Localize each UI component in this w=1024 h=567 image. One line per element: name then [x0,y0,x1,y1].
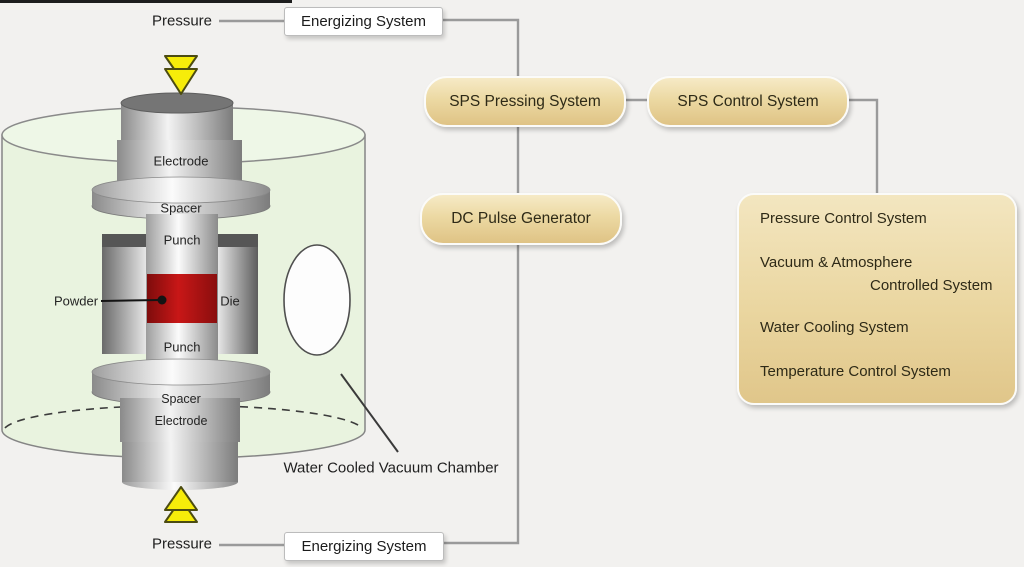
energizing-system-top-box: Energizing System [284,7,443,36]
electrode-bottom-label: Electrode [154,414,208,428]
spacer-bottom-label: Spacer [161,392,201,406]
pressure-arrow-up-icon [164,486,198,523]
panel-item-vacuum-atmosphere: Vacuum & Atmosphere [760,254,913,271]
chamber-bottom-dashed-arc [4,404,363,429]
powder-label: Powder [53,293,99,309]
punch-bottom-label: Punch [163,339,201,355]
pressure-top-label: Pressure [151,12,213,30]
die-label: Die [220,293,240,309]
pressure-arrow-down-icon [164,55,198,95]
punch-top-label: Punch [163,232,201,248]
spacer-bottom-face [91,358,271,386]
powder-pointer [100,295,167,305]
electrode-top-label: Electrode [153,153,209,169]
control-systems-panel: Pressure Control System Vacuum & Atmosph… [737,193,1017,405]
panel-item-pressure-control: Pressure Control System [760,210,927,227]
electrode-bottom-cylinder [120,398,240,442]
control-to-panel-connector [844,98,879,195]
panel-item-temperature-control: Temperature Control System [760,363,951,380]
panel-item-water-cooling: Water Cooling System [760,319,909,336]
press-stack [91,92,271,490]
spacer-top-face [91,176,271,204]
chamber-caption: Water Cooled Vacuum Chamber [283,459,499,477]
connector-lines [219,18,879,547]
spacer-top-label: Spacer [160,200,202,216]
top-ram-face [120,92,234,114]
die-right [218,234,258,354]
chamber-window [283,244,351,356]
die-right-top [218,234,258,247]
energizing-loop-connector [441,18,520,545]
panel-item-controlled-system: Controlled System [870,277,993,294]
chamber-caption-pointer [340,373,399,453]
die-left [102,234,146,354]
energizing-system-bottom-box: Energizing System [284,532,444,561]
sps-pressing-system-box: SPS Pressing System [424,76,626,127]
dc-pulse-generator-box: DC Pulse Generator [420,193,622,245]
sps-control-system-box: SPS Control System [647,76,849,127]
powder-sample [147,274,217,323]
die-left-top [102,234,146,247]
pressure-bottom-label: Pressure [151,535,213,553]
bottom-ram [122,442,238,482]
